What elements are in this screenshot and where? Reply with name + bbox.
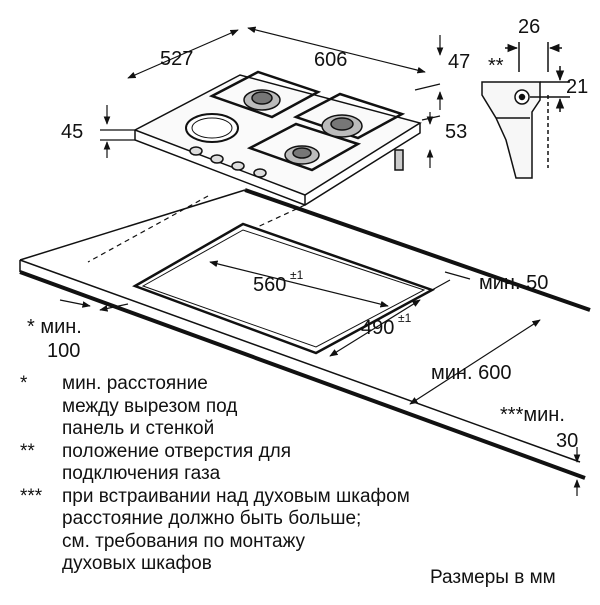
dim-560-tol: ±1 bbox=[290, 268, 304, 282]
footnote-mark: ** bbox=[20, 440, 35, 462]
footnote-line: панель и стенкой bbox=[62, 418, 215, 439]
footnote-2: ** положение отверстия для подключения г… bbox=[20, 441, 600, 486]
footnote-mark: *** bbox=[20, 485, 43, 507]
units-caption: Размеры в мм bbox=[430, 567, 556, 588]
dim-606: 606 bbox=[314, 49, 347, 71]
min-100-value: 100 bbox=[47, 340, 80, 362]
dim-26: 26 bbox=[518, 16, 540, 38]
min-600: мин. 600 bbox=[431, 362, 511, 384]
dim-527: 527 bbox=[160, 48, 193, 70]
footnote-line: см. требования по монтажу bbox=[62, 530, 306, 552]
cutout-dimensions bbox=[59, 260, 581, 496]
footnote-line: духовых шкафов bbox=[62, 553, 212, 574]
footnote-1: * мин. расстояние между вырезом под пане… bbox=[20, 373, 600, 441]
dim-490: 490 bbox=[361, 317, 394, 339]
min-30-label: ***мин. bbox=[500, 404, 565, 426]
gas-detail-drawing bbox=[481, 42, 570, 179]
electric-plate bbox=[185, 113, 239, 143]
dim-45: 45 bbox=[61, 121, 83, 143]
control-knobs bbox=[189, 146, 267, 178]
footnote-line: при встраивании над духовым шкафом bbox=[62, 485, 410, 507]
hob-dimensions bbox=[100, 26, 444, 168]
footnote-line: расстояние должно быть больше; bbox=[62, 508, 362, 529]
footnote-mark: * bbox=[20, 373, 28, 394]
footnote-3: *** при встраивании над духовым шкафом р… bbox=[20, 486, 600, 576]
dim-560: 560 bbox=[253, 274, 286, 296]
dim-490-tol: ±1 bbox=[398, 311, 412, 325]
footnotes: * мин. расстояние между вырезом под пане… bbox=[20, 373, 600, 576]
dim-21: 21 bbox=[566, 76, 588, 98]
grate-back-left bbox=[208, 70, 322, 119]
footnote-line: положение отверстия для bbox=[62, 440, 292, 462]
dim-47: 47 bbox=[448, 51, 470, 73]
footnote-line: мин. расстояние bbox=[62, 373, 208, 394]
projection-line bbox=[87, 195, 209, 263]
footnote-line: между вырезом под bbox=[62, 395, 238, 417]
min-30-value: 30 bbox=[556, 430, 578, 452]
min-50: мин. 50 bbox=[479, 272, 548, 294]
dim-53: 53 bbox=[445, 121, 467, 143]
hob-drawing bbox=[133, 70, 422, 206]
gas-pipe bbox=[394, 149, 404, 171]
min-100-label: * мин. bbox=[27, 316, 82, 338]
footnote-line: подключения газа bbox=[62, 463, 221, 484]
gas-marker: ** bbox=[488, 55, 504, 77]
